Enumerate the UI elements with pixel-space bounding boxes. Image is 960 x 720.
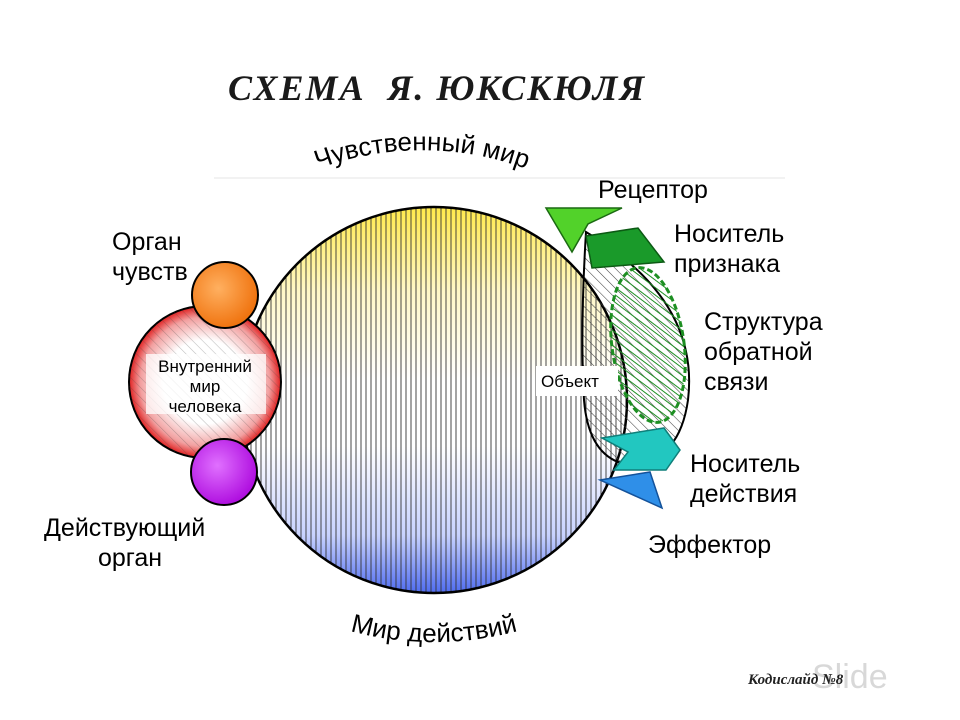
carrier-action-label-1: Носитель xyxy=(690,450,800,478)
receptor-arrow xyxy=(544,207,623,254)
acting-organ-circle xyxy=(190,438,258,506)
sense-organ-label-2: чувств xyxy=(112,258,188,286)
carrier-action-label-2: действия xyxy=(690,480,797,508)
page-title: СХЕМА Я. ЮКСКЮЛЯ xyxy=(228,68,646,108)
world-circle xyxy=(239,205,629,595)
sense-organ-label-1: Орган xyxy=(112,228,182,256)
inner-world-circle: Внутренний мир человека xyxy=(128,305,282,459)
action-world-label: Мир действий xyxy=(349,608,520,649)
object-label-box: Объект xyxy=(536,366,618,396)
acting-organ-label-1: Действующий xyxy=(44,514,205,542)
carrier-feature-label-2: признака xyxy=(674,250,780,278)
sensory-world-label: Чувственный мир xyxy=(310,126,534,174)
carrier-action-arrow xyxy=(599,427,681,471)
carrier-feature-arrow xyxy=(585,227,666,269)
credit-label: Кодислайд №8 xyxy=(747,672,844,688)
effector-label: Эффектор xyxy=(648,531,771,559)
effector-arrow xyxy=(597,471,664,510)
inner-world-label-3: человека xyxy=(169,397,242,416)
inner-world-label-2: мир xyxy=(190,377,221,396)
receptor-label: Рецептор xyxy=(598,176,708,204)
object-label: Объект xyxy=(541,372,599,391)
feedback-label-2: обратной xyxy=(704,338,813,366)
sense-organ-circle xyxy=(191,261,259,329)
inner-world-label-1: Внутренний xyxy=(158,357,252,376)
feedback-structure xyxy=(609,266,687,424)
watermark: Slide xyxy=(812,658,888,696)
feedback-label-3: связи xyxy=(704,368,768,396)
carrier-feature-label-1: Носитель xyxy=(674,220,784,248)
feedback-label-1: Структура xyxy=(704,308,823,336)
acting-organ-label-2: орган xyxy=(98,544,162,572)
